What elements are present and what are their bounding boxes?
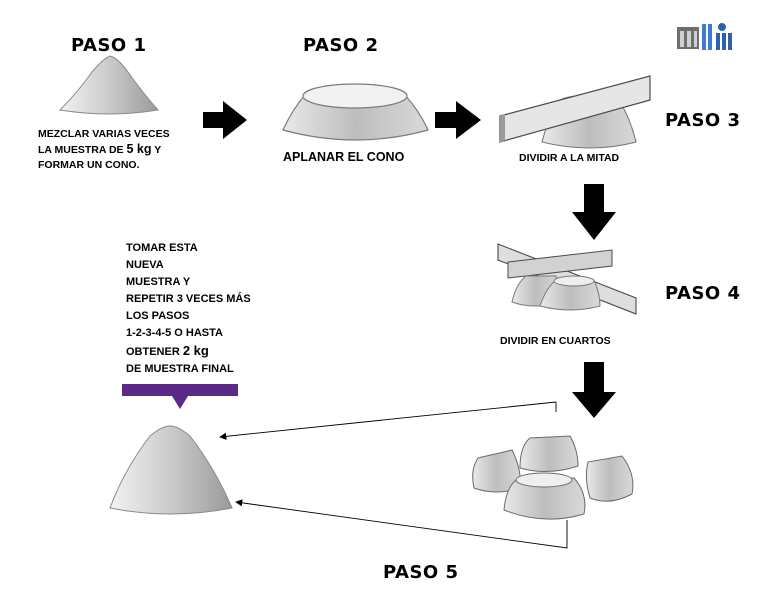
arrow-right-2 bbox=[435, 101, 481, 139]
instruction-line-5: LOS PASOS bbox=[126, 310, 190, 322]
step-2-title: PASO 2 bbox=[303, 35, 379, 56]
instruction-line-4: REPETIR 3 VECES MÁS bbox=[126, 293, 251, 305]
final-sample-weight: 2 kg bbox=[182, 343, 209, 358]
arrow-down-1 bbox=[572, 184, 616, 240]
instruction-line-3: MUESTRA Y bbox=[126, 276, 191, 288]
step-1-caption-line-1: MEZCLAR VARIAS VECES bbox=[38, 128, 170, 140]
halved-cone bbox=[499, 75, 651, 149]
return-lines bbox=[219, 401, 568, 549]
step-2-caption: APLANAR EL CONO bbox=[283, 150, 405, 164]
instruction-line-2: NUEVA bbox=[126, 259, 164, 271]
repeat-instruction: TOMAR ESTA NUEVA MUESTRA Y REPETIR 3 VEC… bbox=[126, 240, 251, 378]
step-4-caption: DIVIDIR EN CUARTOS bbox=[500, 335, 611, 347]
step-3-title: PASO 3 bbox=[665, 110, 741, 131]
instruction-line-7-text: OBTENER bbox=[126, 346, 183, 358]
step-4-title: PASO 4 bbox=[665, 283, 741, 304]
quartered-cone bbox=[497, 243, 637, 315]
arrow-down-2 bbox=[572, 362, 616, 418]
step-1-caption: MEZCLAR VARIAS VECES LA MUESTRA DE 5 kg … bbox=[38, 127, 170, 173]
quarters-spread bbox=[472, 435, 634, 520]
sample-initial-weight: 5 kg bbox=[126, 142, 152, 156]
step-1-title: PASO 1 bbox=[71, 35, 147, 56]
step-3-caption: DIVIDIR A LA MITAD bbox=[519, 152, 620, 164]
logo-icon bbox=[677, 23, 732, 50]
arrow-right-1 bbox=[203, 101, 247, 139]
step-1-caption-line-3: FORMAR UN CONO. bbox=[38, 159, 140, 171]
cone-mound bbox=[58, 55, 159, 115]
step-1-caption-line-2: LA MUESTRA DE 5 kg Y bbox=[38, 142, 170, 158]
step-1-caption-line-2-end: Y bbox=[151, 144, 162, 156]
step-1-caption-line-2-text: LA MUESTRA DE bbox=[38, 144, 127, 156]
instruction-line-1: TOMAR ESTA bbox=[126, 242, 198, 254]
instruction-line-8: DE MUESTRA FINAL bbox=[126, 363, 234, 375]
flattened-cone bbox=[282, 83, 429, 141]
step-5-title: PASO 5 bbox=[383, 562, 459, 583]
callout-box bbox=[122, 384, 238, 409]
instruction-line-7: OBTENER 2 kg bbox=[126, 342, 251, 361]
instruction-line-6: 1-2-3-4-5 O HASTA bbox=[126, 327, 223, 339]
final-cone bbox=[109, 425, 233, 515]
